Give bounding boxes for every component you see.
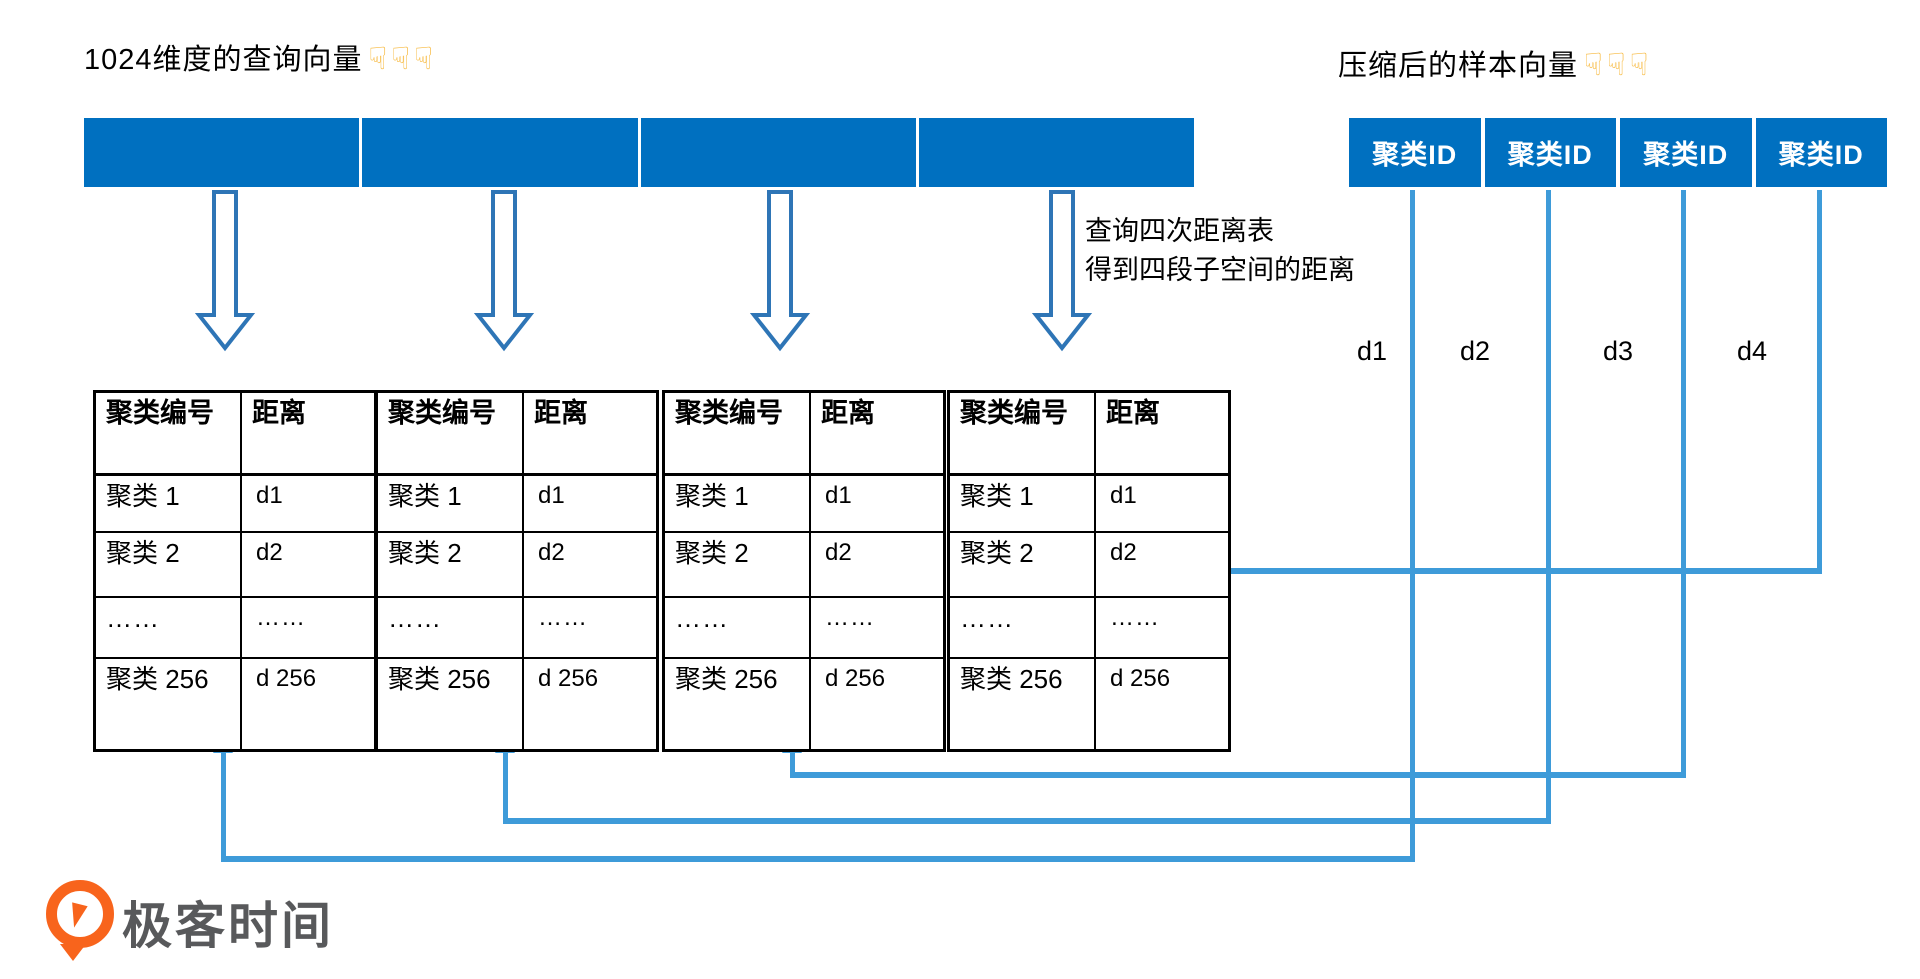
connector-1-vertical xyxy=(1410,190,1415,862)
table-cell: d2 xyxy=(1094,531,1231,598)
table-header-distance: 距离 xyxy=(522,390,659,476)
query-vector-title-text: 1024维度的查询向量 xyxy=(84,44,363,76)
table-cell: 聚类 2 xyxy=(662,531,811,598)
point-down-emojis: ☟☟☟ xyxy=(368,41,438,76)
table-cell: 聚类 1 xyxy=(662,473,811,533)
query-vector-segment-2 xyxy=(362,118,638,187)
table-cell: …… xyxy=(662,596,811,659)
sample-vector-title: 压缩后的样本向量☟☟☟ xyxy=(1338,42,1653,84)
table-cell: d1 xyxy=(240,473,377,533)
table-cell: d2 xyxy=(240,531,377,598)
cluster-id-cell-2: 聚类ID xyxy=(1484,118,1616,187)
query-vector-title: 1024维度的查询向量☟☟☟ xyxy=(84,36,437,78)
table-cell: …… xyxy=(809,596,946,659)
annotation-text: 查询四次距离表 得到四段子空间的距离 xyxy=(1085,212,1355,290)
point-down-emojis: ☟☟☟ xyxy=(1584,47,1653,82)
query-vector-segment-3 xyxy=(640,118,916,187)
geektime-pin-icon xyxy=(46,880,114,948)
sample-vector-title-text: 压缩后的样本向量 xyxy=(1338,50,1579,82)
annotation-line-1: 查询四次距离表 xyxy=(1085,216,1274,246)
geektime-logo-text: 极客时间 xyxy=(122,898,334,954)
geektime-pin-tail-icon xyxy=(60,944,86,961)
connector-3-vertical xyxy=(1681,190,1686,778)
connector-3-horizontal xyxy=(790,772,1686,778)
table-header-distance: 距离 xyxy=(240,390,377,476)
table-cell: d1 xyxy=(809,473,946,533)
table-cell: d 256 xyxy=(522,657,659,752)
query-vector-segment-4 xyxy=(918,118,1194,187)
table-cell: …… xyxy=(240,596,377,659)
table-cell: 聚类 2 xyxy=(947,531,1096,598)
geektime-logo: 极客时间 xyxy=(42,878,372,973)
sample-vector-bar: 聚类ID 聚类ID 聚类ID 聚类ID xyxy=(1349,118,1887,187)
table-cell: d 256 xyxy=(809,657,946,752)
connector-4-vertical xyxy=(1817,190,1822,574)
down-block-arrow-icon xyxy=(194,190,256,352)
annotation-line-2: 得到四段子空间的距离 xyxy=(1085,255,1355,285)
connector-2-horizontal xyxy=(503,818,1551,824)
table-header-cluster-id: 聚类编号 xyxy=(947,390,1096,476)
connector-2-up-segment xyxy=(503,751,508,818)
table-cell: …… xyxy=(1094,596,1231,659)
table-cell: 聚类 2 xyxy=(93,531,242,598)
table-cell: 聚类 256 xyxy=(662,657,811,752)
table-cell: …… xyxy=(522,596,659,659)
cluster-id-cell-3: 聚类ID xyxy=(1620,118,1752,187)
connector-1-up-segment xyxy=(221,751,226,856)
table-header-distance: 距离 xyxy=(1094,390,1231,476)
down-block-arrow-icon xyxy=(473,190,535,352)
table-cell: d1 xyxy=(1094,473,1231,533)
down-block-arrow-icon xyxy=(749,190,811,352)
table-cell: d2 xyxy=(522,531,659,598)
connector-1-horizontal xyxy=(221,856,1415,862)
table-cell: 聚类 1 xyxy=(93,473,242,533)
table-cell: 聚类 2 xyxy=(375,531,524,598)
distance-label-d4: d4 xyxy=(1736,336,1768,366)
connector-4-horizontal xyxy=(1223,568,1822,574)
distance-label-d2: d2 xyxy=(1459,336,1491,366)
table-cell: 聚类 1 xyxy=(375,473,524,533)
table-cell: d1 xyxy=(522,473,659,533)
table-cell: 聚类 1 xyxy=(947,473,1096,533)
table-header-distance: 距离 xyxy=(809,390,946,476)
connector-3-up-segment xyxy=(790,751,795,772)
table-header-cluster-id: 聚类编号 xyxy=(375,390,524,476)
table-cell: d 256 xyxy=(1094,657,1231,752)
query-vector-bar xyxy=(84,118,1194,187)
table-cell: d 256 xyxy=(240,657,377,752)
cluster-id-cell-4: 聚类ID xyxy=(1755,118,1887,187)
table-cell: d2 xyxy=(809,531,946,598)
table-header-cluster-id: 聚类编号 xyxy=(662,390,811,476)
distance-label-d3: d3 xyxy=(1602,336,1634,366)
table-cell: 聚类 256 xyxy=(375,657,524,752)
connector-2-vertical xyxy=(1546,190,1551,824)
table-cell: …… xyxy=(947,596,1096,659)
table-cell: …… xyxy=(375,596,524,659)
down-block-arrow-icon xyxy=(1031,190,1093,352)
cluster-id-cell-1: 聚类ID xyxy=(1349,118,1481,187)
table-cell: 聚类 256 xyxy=(93,657,242,752)
table-cell: 聚类 256 xyxy=(947,657,1096,752)
table-header-cluster-id: 聚类编号 xyxy=(93,390,242,476)
distance-label-d1: d1 xyxy=(1356,336,1388,366)
query-vector-segment-1 xyxy=(84,118,360,187)
table-cell: …… xyxy=(93,596,242,659)
